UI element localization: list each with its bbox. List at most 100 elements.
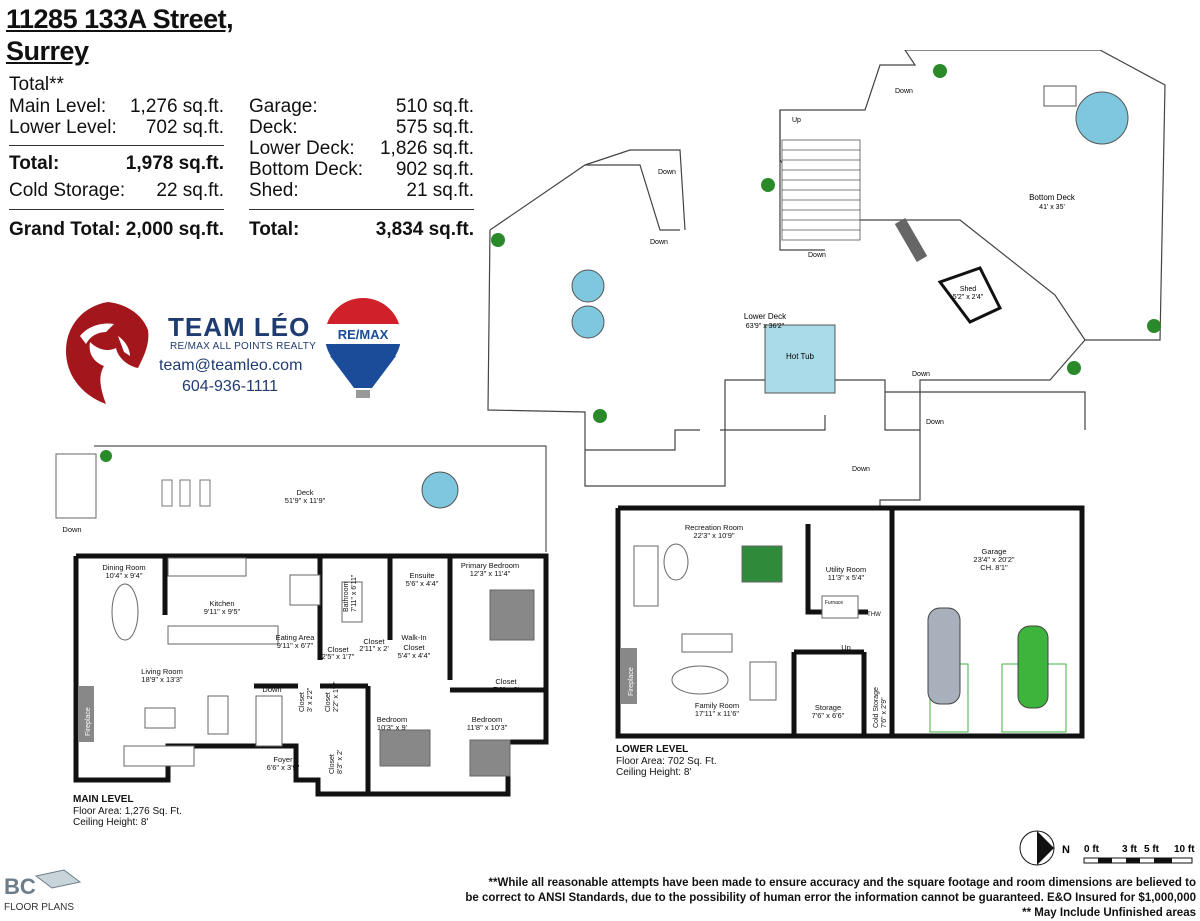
cold-storage-label: Cold Storage: xyxy=(9,180,126,201)
room-label: Closet xyxy=(299,692,306,712)
room-dim: 17'11" x 11'6" xyxy=(695,709,740,718)
brokerage-name: RE/MAX ALL POINTS REALTY xyxy=(170,341,317,352)
deck-stairs xyxy=(55,453,97,519)
room-label: Closet xyxy=(363,637,385,646)
area-label: Garage: xyxy=(249,96,318,117)
room-dim: 12'3" x 11'4" xyxy=(470,569,511,578)
disclaimer-line: ** May Include Unfinished areas xyxy=(1022,907,1196,919)
team-email[interactable]: team@teamleo.com xyxy=(159,357,303,374)
shed-label: Shed xyxy=(960,286,976,293)
room-label: Storage xyxy=(815,703,841,712)
grand-total-label: Grand Total: xyxy=(9,219,121,240)
room-dim: 7'6" x 6'6" xyxy=(812,711,845,720)
room-dim: 7'6" x 2'9" xyxy=(881,697,888,728)
lower-level-plan: Recreation Room 22'3" x 10'9" Utility Ro… xyxy=(615,505,1085,739)
scale-label: 10 ft xyxy=(1174,844,1195,855)
patio-sofa xyxy=(1043,85,1077,107)
room-label: Primary Bedroom xyxy=(461,561,519,570)
compass-and-scale: N 0 ft 3 ft 5 ft 10 ft xyxy=(1019,830,1195,866)
scale-label: 3 ft xyxy=(1122,844,1138,855)
scale-label: 0 ft xyxy=(1084,844,1100,855)
north-label: N xyxy=(1062,844,1070,856)
bottom-deck-label: Bottom Deck xyxy=(1029,193,1076,202)
thw-label: THW xyxy=(867,612,881,618)
stair-down-label: Down xyxy=(658,169,676,176)
cold-storage-value: 22 sq.ft. xyxy=(156,180,224,201)
stair-down-label: Down xyxy=(926,419,944,426)
area-value: 902 sq.ft. xyxy=(395,159,474,180)
area-value: 21 sq.ft. xyxy=(406,180,474,201)
disclaimer-line: be correct to ANSI Standards, due to the… xyxy=(465,892,1196,904)
grand-total-row: Grand Total: 2,000 sq.ft. xyxy=(9,219,224,241)
area-summary-right: Garage:510 sq.ft. Deck:575 sq.ft. Lower … xyxy=(249,96,474,246)
team-phone[interactable]: 604-936-1111 xyxy=(182,378,279,395)
room-label: Eating Area xyxy=(276,633,316,642)
address-line-2: Surrey xyxy=(6,36,89,66)
main-level-ceiling: Ceiling Height: 8' xyxy=(73,817,149,828)
plants xyxy=(491,64,1161,423)
main-level-title: MAIN LEVEL xyxy=(73,794,134,805)
room-label: Walk-In xyxy=(401,633,426,642)
right-total-label: Total: xyxy=(249,219,300,240)
hot-tub xyxy=(764,324,836,394)
lower-deck-dim: 63'9" x 36'2" xyxy=(746,323,785,330)
room-label: Family Room xyxy=(695,701,739,710)
area-value: 1,276 sq.ft. xyxy=(129,96,224,117)
shed xyxy=(937,266,1003,324)
room-label: Foyer xyxy=(273,755,293,764)
right-total-value: 3,834 sq.ft. xyxy=(375,219,474,240)
room-dim: 51'9" x 11'9" xyxy=(285,496,326,505)
room-label: Cold Storage xyxy=(873,687,880,728)
lower-level-title: LOWER LEVEL xyxy=(616,744,689,755)
room-dim: 10'3" x 9' xyxy=(377,723,408,732)
room-label: Closet xyxy=(325,692,332,712)
room-label: Closet xyxy=(329,754,336,774)
room-dim: 11'8" x 10'3" xyxy=(467,723,508,732)
room-dim: 8'3" x 2' xyxy=(337,750,344,774)
patio-umbrella xyxy=(1075,91,1129,145)
disclaimer: **While all reasonable attempts have bee… xyxy=(376,876,1196,921)
room-dim: 2'5" x 1'7" xyxy=(322,652,355,661)
room-dim: 9'11" x 9'5" xyxy=(204,607,241,616)
subtotal-value: 1,978 sq.ft. xyxy=(125,153,224,174)
room-dim: 6'6" x 3'9" xyxy=(267,763,300,772)
divider xyxy=(249,209,474,210)
area-label: Main Level: xyxy=(9,96,107,117)
car xyxy=(1017,625,1049,709)
grand-total-value: 2,000 sq.ft. xyxy=(125,219,224,240)
stair-label: Down xyxy=(262,685,281,694)
room-label: Living Room xyxy=(141,667,183,676)
lower-level-ceiling: Ceiling Height: 8' xyxy=(616,767,692,778)
room-label: Bathroom xyxy=(343,581,350,612)
room-dim: 7'6" x 2' xyxy=(493,685,520,694)
total-heading: Total** xyxy=(9,74,64,95)
room-dim: 5'6" x 4'4" xyxy=(406,579,439,588)
disclaimer-line: **While all reasonable attempts have bee… xyxy=(488,877,1196,889)
patio-umbrella xyxy=(421,471,459,509)
divider xyxy=(9,209,224,210)
bc-floor-plans-logo: BC FLOOR PLANS xyxy=(4,869,82,913)
area-label: Lower Deck: xyxy=(249,138,355,159)
stair-up-label: Up xyxy=(792,117,801,124)
car xyxy=(927,607,961,705)
patio-umbrella xyxy=(571,305,605,339)
logo-mark: BC xyxy=(4,874,36,899)
logo-text: FLOOR PLANS xyxy=(4,902,74,913)
area-value: 575 sq.ft. xyxy=(395,117,474,138)
stair-down-label: Down xyxy=(852,466,870,473)
room-dim: CH. 8'1" xyxy=(980,563,1008,572)
room-dim: 3' x 2'2" xyxy=(307,687,314,712)
room-label: Bedroom xyxy=(377,715,407,724)
furnace-label: Furnace xyxy=(825,600,844,606)
stair-label: Down xyxy=(62,525,81,534)
room-dim: 5'4" x 4'4" xyxy=(398,651,431,660)
room-dim: 23'4" x 20'2" xyxy=(973,555,1014,564)
shed-dim: 5'2" x 2'4" xyxy=(953,294,984,301)
room-label: Bedroom xyxy=(472,715,502,724)
room-dim: 11'3" x 5'4" xyxy=(828,573,865,582)
deck-site-plan: Lower Deck 63'9" x 36'2" Hot Tub Bottom … xyxy=(487,50,1166,510)
remax-wordmark: RE/MAX xyxy=(338,327,389,342)
stair-label: Up xyxy=(841,643,851,652)
stair-down-label: Down xyxy=(895,88,913,95)
plant xyxy=(100,450,112,462)
